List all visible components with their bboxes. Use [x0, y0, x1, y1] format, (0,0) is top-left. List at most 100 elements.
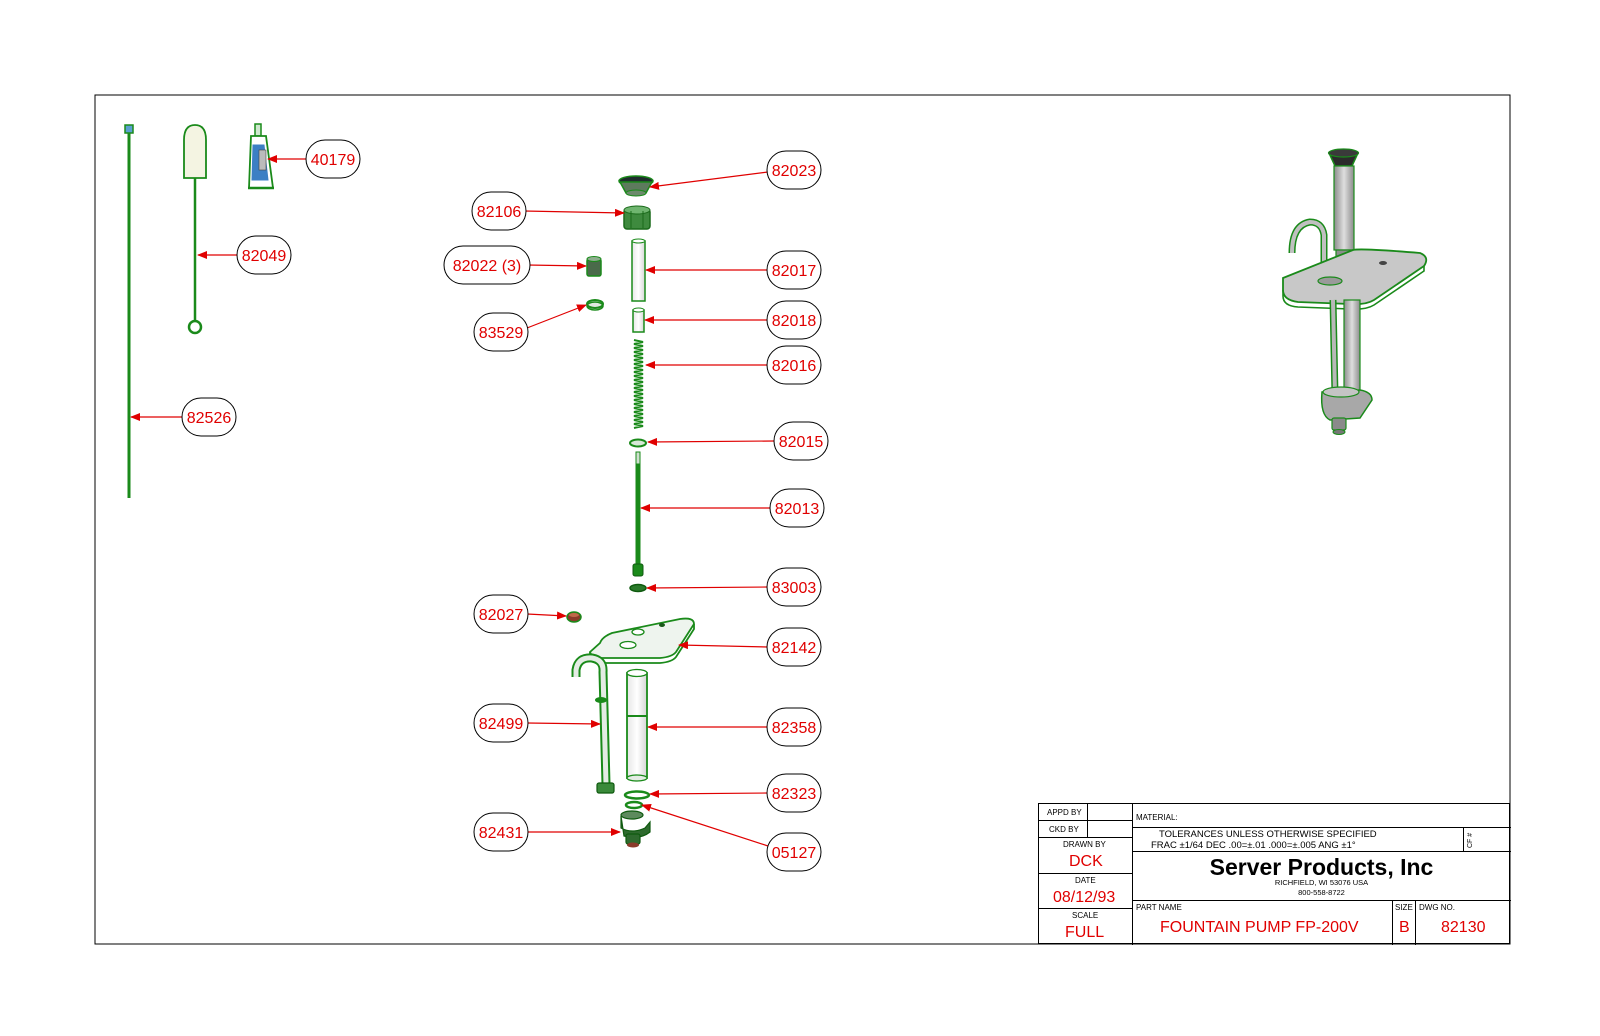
title-block: APPD BY CKD BY DRAWN BY DCK DATE 08/12/9…	[1038, 803, 1511, 945]
company-address: RICHFIELD, WI 53076 USA	[1274, 878, 1369, 887]
date-label: DATE	[1075, 876, 1096, 885]
callout-label: 82013	[775, 501, 820, 518]
callout-83529: 83529	[473, 312, 529, 352]
callout-82017: 82017	[766, 250, 822, 290]
callout-label: 82015	[779, 434, 824, 451]
part-82358-cylinder	[626, 668, 648, 782]
callout-bubble	[769, 488, 825, 528]
leader-lines	[130, 155, 775, 847]
callout-label: 83529	[479, 325, 524, 342]
callout-bubble	[305, 139, 361, 179]
callout-bubble	[766, 300, 822, 340]
assembled-pump-view	[1282, 148, 1428, 435]
scale-value: FULL	[1065, 924, 1105, 941]
callout-label: 82431	[479, 825, 524, 842]
size-value: B	[1399, 919, 1410, 936]
part-82142-lid	[588, 617, 695, 664]
callout-bubble	[773, 421, 829, 461]
callout-bubble	[766, 707, 822, 747]
dwg-no-value: 82130	[1441, 919, 1486, 936]
callout-bubble	[766, 567, 822, 607]
callout-82016: 82016	[766, 345, 822, 385]
material-label: MATERIAL:	[1136, 813, 1178, 822]
dwg-no-label: DWG NO.	[1419, 903, 1455, 912]
callout-82358: 82358	[766, 707, 822, 747]
callout-83003: 83003	[766, 567, 822, 607]
callouts: 40179 82049 82526 82023 82106 82022 (3) 82017 8…	[181, 139, 829, 872]
callout-bubble	[473, 812, 529, 852]
part-40179-tube	[248, 123, 275, 190]
part-83003-oring	[629, 583, 647, 593]
callout-82013: 82013	[769, 488, 825, 528]
tolerances-line-2: FRAC ±1/64 DEC .00=±.01 .000=±.005 ANG ±…	[1151, 840, 1356, 851]
part-82027-plug	[566, 611, 582, 623]
callout-label: 82049	[242, 248, 287, 265]
callout-label: 82017	[772, 263, 817, 280]
callout-bubble	[766, 627, 822, 667]
callout-82023: 82023	[766, 150, 822, 190]
callout-05127: 05127	[766, 832, 822, 872]
callout-40179: 40179	[305, 139, 361, 179]
callout-82499: 82499	[473, 703, 529, 743]
callout-82049: 82049	[236, 235, 292, 275]
spring-coil	[633, 339, 644, 429]
part-82526-rod	[124, 124, 134, 498]
callout-bubble	[181, 397, 237, 437]
callout-bubble	[443, 245, 531, 285]
appd-by-label: APPD BY	[1047, 808, 1082, 817]
part-82018-sleeve	[632, 307, 645, 333]
part-82023-cap	[618, 175, 654, 197]
ckd-by-label: CKD BY	[1049, 825, 1079, 834]
part-82022-bushing	[586, 256, 602, 277]
callout-bubble	[236, 235, 292, 275]
callout-label: 82358	[772, 720, 817, 737]
callout-82323: 82323	[766, 773, 822, 813]
part-82431-valve	[620, 810, 651, 848]
callout-label: 82323	[772, 786, 817, 803]
callout-82431: 82431	[473, 812, 529, 852]
callout-label: 83003	[772, 580, 817, 597]
callout-82106: 82106	[471, 191, 527, 231]
callout-label: 82023	[772, 163, 817, 180]
callout-bubble	[766, 250, 822, 290]
callout-bubble	[766, 832, 822, 872]
callout-label: 82142	[772, 640, 817, 657]
callout-82018: 82018	[766, 300, 822, 340]
part-82013-shaft	[632, 451, 644, 577]
part-05127-ring	[624, 800, 644, 810]
callout-82027: 82027	[473, 594, 529, 634]
callout-82015: 82015	[773, 421, 829, 461]
part-82015-washer	[629, 438, 647, 448]
callout-82022: 82022 (3)	[443, 245, 531, 285]
callout-bubble	[473, 312, 529, 352]
callout-bubble	[766, 150, 822, 190]
callout-label: 82499	[479, 716, 524, 733]
callout-label: 82016	[772, 358, 817, 375]
company-phone: 800-558-8722	[1298, 888, 1345, 897]
company-name: Server Products, Inc	[1209, 854, 1434, 880]
callout-82526: 82526	[181, 397, 237, 437]
callout-bubble	[766, 345, 822, 385]
scale-label: SCALE	[1072, 911, 1099, 920]
part-name-value: FOUNTAIN PUMP FP-200V	[1160, 919, 1359, 936]
part-82323-gasket	[623, 790, 651, 800]
callout-bubble	[766, 773, 822, 813]
part-82499-spout	[571, 653, 615, 794]
tolerances-line-1: TOLERANCES UNLESS OTHERWISE SPECIFIED	[1159, 829, 1377, 840]
cf-mark: CF #	[1467, 832, 1474, 848]
part-82016-spring	[633, 339, 644, 429]
drawn-by-value: DCK	[1069, 853, 1103, 870]
callout-label: 82022 (3)	[453, 258, 522, 275]
part-83529-ring	[586, 299, 604, 311]
drawn-by-label: DRAWN BY	[1063, 840, 1106, 849]
callout-bubble	[473, 594, 529, 634]
callout-label: 82526	[187, 410, 232, 427]
drawing-border	[94, 94, 1511, 945]
callout-bubble	[473, 703, 529, 743]
callout-label: 82027	[479, 607, 524, 624]
part-82106-nut	[623, 205, 651, 230]
date-value: 08/12/93	[1053, 889, 1116, 906]
callout-label: 82106	[477, 204, 522, 221]
part-82049-brush	[183, 124, 207, 335]
